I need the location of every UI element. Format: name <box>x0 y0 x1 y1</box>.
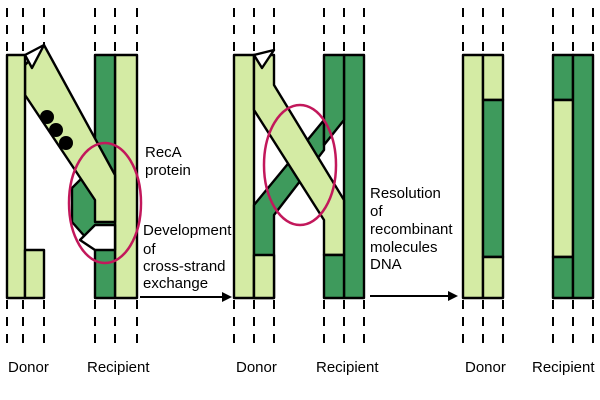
panel-3-recipient-inner-top <box>551 53 575 102</box>
panel-2-recipient-label: Recipient <box>316 359 379 376</box>
resolution-label-line-2: of <box>370 203 383 220</box>
panel-2: Resolution of recombinant molecules DNA … <box>232 8 458 376</box>
panel-1-donor-label: Donor <box>8 359 49 376</box>
panel-3-guide-lines <box>462 8 594 345</box>
development-label-line-4: exchange <box>143 275 208 292</box>
panel-1-guide-lines <box>6 8 138 345</box>
development-label-line-1: Development <box>143 222 232 239</box>
resolution-label-line-3: recombinant <box>370 221 453 238</box>
panel-1-recipient-outer-strand <box>113 53 139 300</box>
panel-2-donor-label: Donor <box>236 359 277 376</box>
right-arrow-icon <box>370 291 458 301</box>
resolution-label-line-1: Resolution <box>370 185 441 202</box>
panel-2-recipient-outer-strand <box>342 53 366 300</box>
panel-2-donor-lower-light <box>252 253 276 300</box>
panel-3-donor-outer-strand <box>461 53 485 300</box>
reca-protein-dots <box>40 110 73 150</box>
panel-1-donor-outer-strand <box>5 53 27 300</box>
panel-2-donor-notch <box>252 48 276 70</box>
panel-3-recipient-inner-bottom <box>551 255 575 300</box>
panel-2-guide-lines <box>233 8 365 345</box>
panel-3-recipient-outer-strand <box>571 53 595 300</box>
resolution-label-line-5: DNA <box>370 256 402 273</box>
panel-2-recipient-inner-bottom <box>322 253 346 300</box>
panel-1-exchange-circle <box>67 141 143 265</box>
panel-1-invading-donor-strand <box>23 43 117 224</box>
panel-1: RecA protein Development of cross-strand… <box>5 8 232 376</box>
development-label-line-2: of <box>143 241 156 258</box>
panel-1-donor-notch <box>23 43 46 70</box>
development-label-line-3: cross-strand <box>143 258 226 275</box>
panel-3-donor-inner-middle <box>481 98 505 259</box>
reca-label-line-1: RecA <box>145 144 182 161</box>
panel-3-recipient-inner-middle <box>551 98 575 259</box>
right-arrow-icon <box>140 292 232 302</box>
panel-3-donor-inner-bottom <box>481 255 505 300</box>
panel-2-recipient-inner-top <box>322 53 346 147</box>
resolution-label-line-4: molecules <box>370 239 438 256</box>
panel-1-recipient-label: Recipient <box>87 359 150 376</box>
panel-3-donor-label: Donor <box>465 359 506 376</box>
panel-1-donor-lower-strand <box>23 248 46 300</box>
panel-3: Donor Recipient <box>461 8 595 376</box>
reca-label-line-2: protein <box>145 162 191 179</box>
panel-3-donor-inner-top <box>481 53 505 102</box>
panel-1-displaced-loop <box>78 223 117 252</box>
panel-2-exchange-circle <box>262 103 338 227</box>
panel-3-recipient-label: Recipient <box>532 359 595 376</box>
panel-2-donor-outer-strand <box>232 53 256 300</box>
